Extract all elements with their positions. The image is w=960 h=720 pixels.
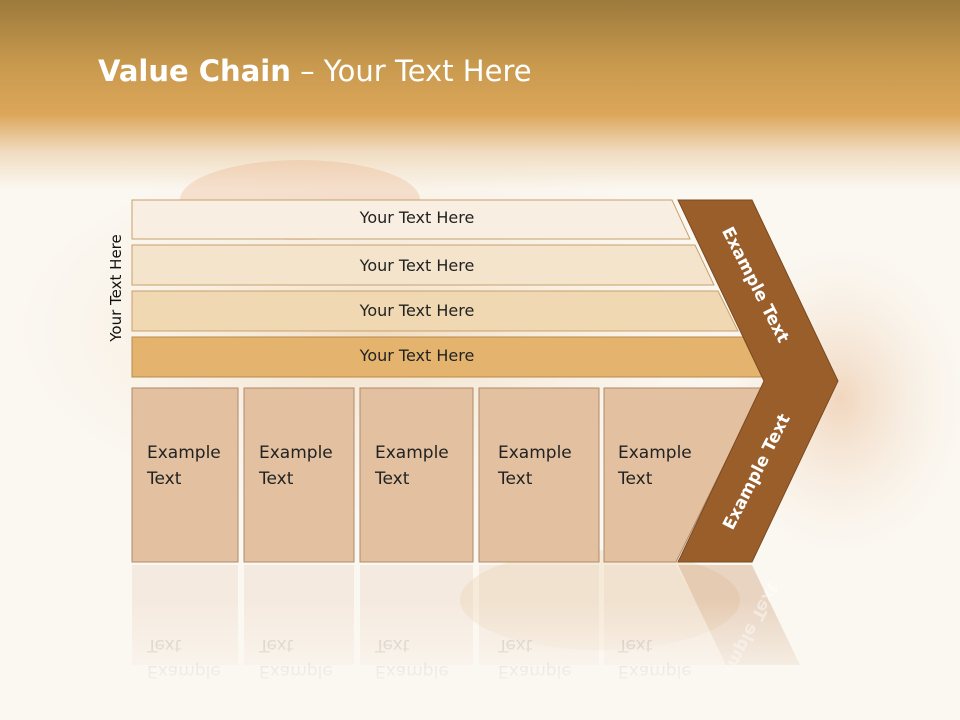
activity-box-4 — [478, 387, 600, 563]
activity-box-1 — [131, 387, 239, 563]
row-label-1: Your Text Here — [359, 208, 475, 227]
row-bar-2 — [131, 244, 715, 286]
title-bold: Value Chain — [98, 54, 291, 88]
box-4-line-2: Text — [498, 469, 533, 489]
box-5-line-2: Text — [618, 469, 653, 489]
box-1-line-2: Text — [147, 469, 182, 489]
row-bar-1 — [131, 199, 691, 240]
box-1-line-1: Example — [147, 443, 221, 463]
activity-box-5 — [603, 387, 763, 563]
box-3-line-1: Example — [375, 443, 449, 463]
box-2-line-1: Example — [259, 443, 333, 463]
bottom-fade — [0, 600, 960, 720]
box-5-line-1: Example — [618, 443, 692, 463]
row-bar-3 — [131, 290, 739, 332]
row-label-3: Your Text Here — [359, 301, 475, 320]
activity-box-3 — [359, 387, 474, 563]
page-title: Value Chain – Your Text Here — [98, 54, 532, 88]
box-2-line-2: Text — [259, 469, 294, 489]
row-label-2: Your Text Here — [359, 256, 475, 275]
chevron-arrow — [677, 199, 839, 563]
row-label-4: Your Text Here — [359, 346, 475, 365]
title-rest: – Your Text Here — [290, 54, 532, 88]
activity-box-2 — [243, 387, 355, 563]
box-4-line-1: Example — [498, 443, 572, 463]
box-3-line-2: Text — [375, 469, 410, 489]
